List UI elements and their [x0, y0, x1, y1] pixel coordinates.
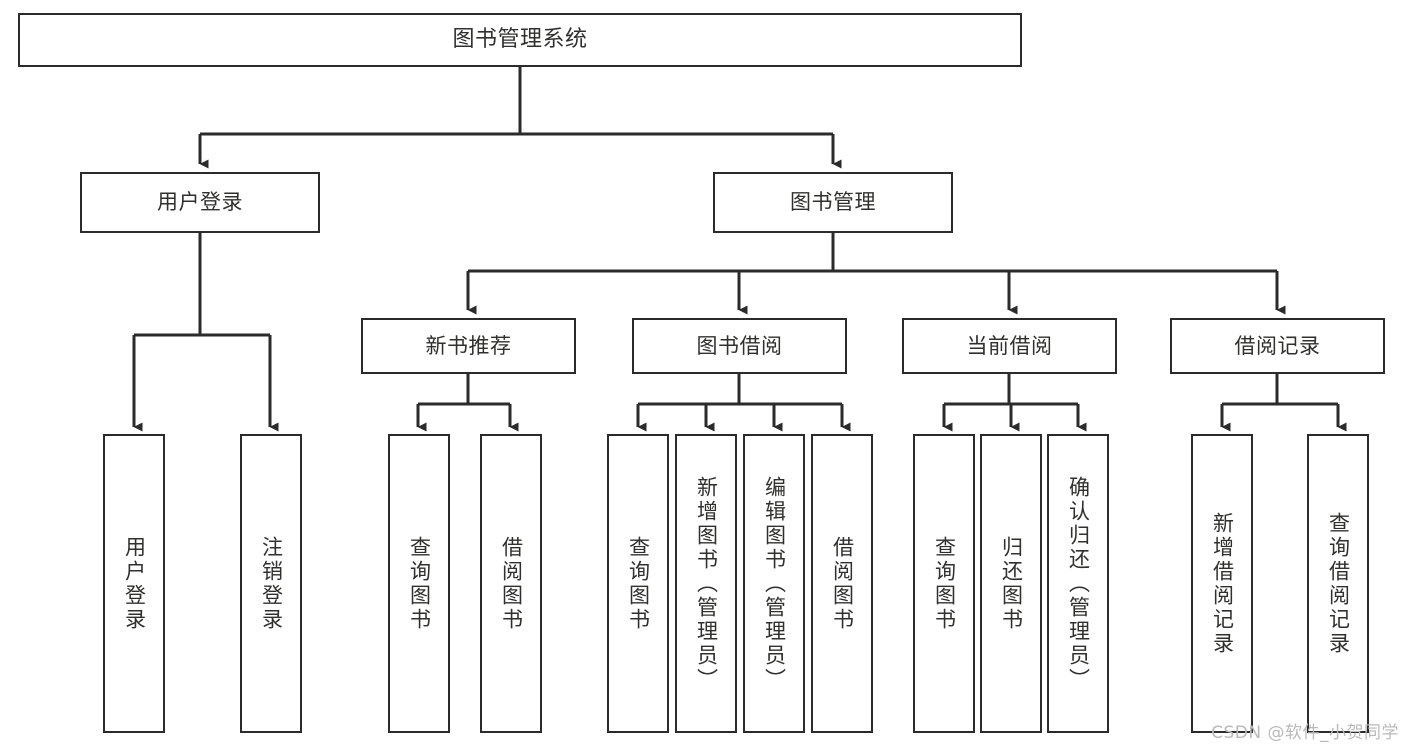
node-leaf-add-borrow-record[interactable]: 新增借阅记录 [1191, 434, 1253, 733]
node-leaf-query-borrow-record-label: 查询借阅记录 [1326, 511, 1351, 656]
node-leaf-confirm-return-admin-label: 确认归还（管理员） [1066, 475, 1091, 692]
node-root[interactable]: 图书管理系统 [18, 13, 1022, 67]
node-root-label: 图书管理系统 [452, 27, 588, 53]
node-leaf-query-book-1[interactable]: 查询图书 [388, 434, 450, 733]
node-leaf-logout-login-label: 注销登录 [259, 535, 284, 632]
node-leaf-query-borrow-record[interactable]: 查询借阅记录 [1307, 434, 1369, 733]
node-leaf-query-book-3[interactable]: 查询图书 [913, 434, 975, 733]
node-leaf-borrow-book-1[interactable]: 借阅图书 [480, 434, 542, 733]
node-leaf-user-login-label: 用户登录 [122, 535, 147, 632]
node-book-borrow-label: 图书借阅 [696, 333, 783, 358]
node-book-manage[interactable]: 图书管理 [713, 172, 953, 233]
node-leaf-query-book-2-label: 查询图书 [626, 535, 651, 632]
node-leaf-return-book-label: 归还图书 [999, 535, 1024, 632]
node-borrow-record-label: 借阅记录 [1234, 333, 1321, 358]
node-user-login[interactable]: 用户登录 [80, 172, 320, 233]
node-new-book-recommend[interactable]: 新书推荐 [361, 318, 576, 374]
node-leaf-edit-book-admin-label: 编辑图书（管理员） [762, 475, 787, 692]
node-leaf-borrow-book-1-label: 借阅图书 [499, 535, 524, 632]
node-leaf-query-book-2[interactable]: 查询图书 [607, 434, 669, 733]
node-book-borrow[interactable]: 图书借阅 [632, 318, 847, 374]
node-leaf-borrow-book-2-label: 借阅图书 [830, 535, 855, 632]
node-leaf-user-login[interactable]: 用户登录 [103, 434, 165, 733]
node-leaf-logout-login[interactable]: 注销登录 [240, 434, 302, 733]
node-user-login-label: 用户登录 [157, 190, 243, 215]
node-current-borrow-label: 当前借阅 [966, 333, 1053, 358]
csdn-watermark: CSDN @软件_小贺同学 [1211, 723, 1399, 743]
node-book-manage-label: 图书管理 [790, 190, 876, 215]
node-leaf-add-borrow-record-label: 新增借阅记录 [1210, 511, 1235, 656]
node-new-book-recommend-label: 新书推荐 [425, 333, 512, 358]
node-leaf-add-book-admin[interactable]: 新增图书（管理员） [675, 434, 737, 733]
node-leaf-add-book-admin-label: 新增图书（管理员） [694, 475, 719, 692]
node-borrow-record[interactable]: 借阅记录 [1170, 318, 1385, 374]
node-leaf-return-book[interactable]: 归还图书 [980, 434, 1042, 733]
node-leaf-confirm-return-admin[interactable]: 确认归还（管理员） [1047, 434, 1109, 733]
node-leaf-query-book-1-label: 查询图书 [407, 535, 432, 632]
node-current-borrow[interactable]: 当前借阅 [902, 318, 1117, 374]
node-leaf-query-book-3-label: 查询图书 [932, 535, 957, 632]
node-leaf-borrow-book-2[interactable]: 借阅图书 [811, 434, 873, 733]
node-leaf-edit-book-admin[interactable]: 编辑图书（管理员） [743, 434, 805, 733]
